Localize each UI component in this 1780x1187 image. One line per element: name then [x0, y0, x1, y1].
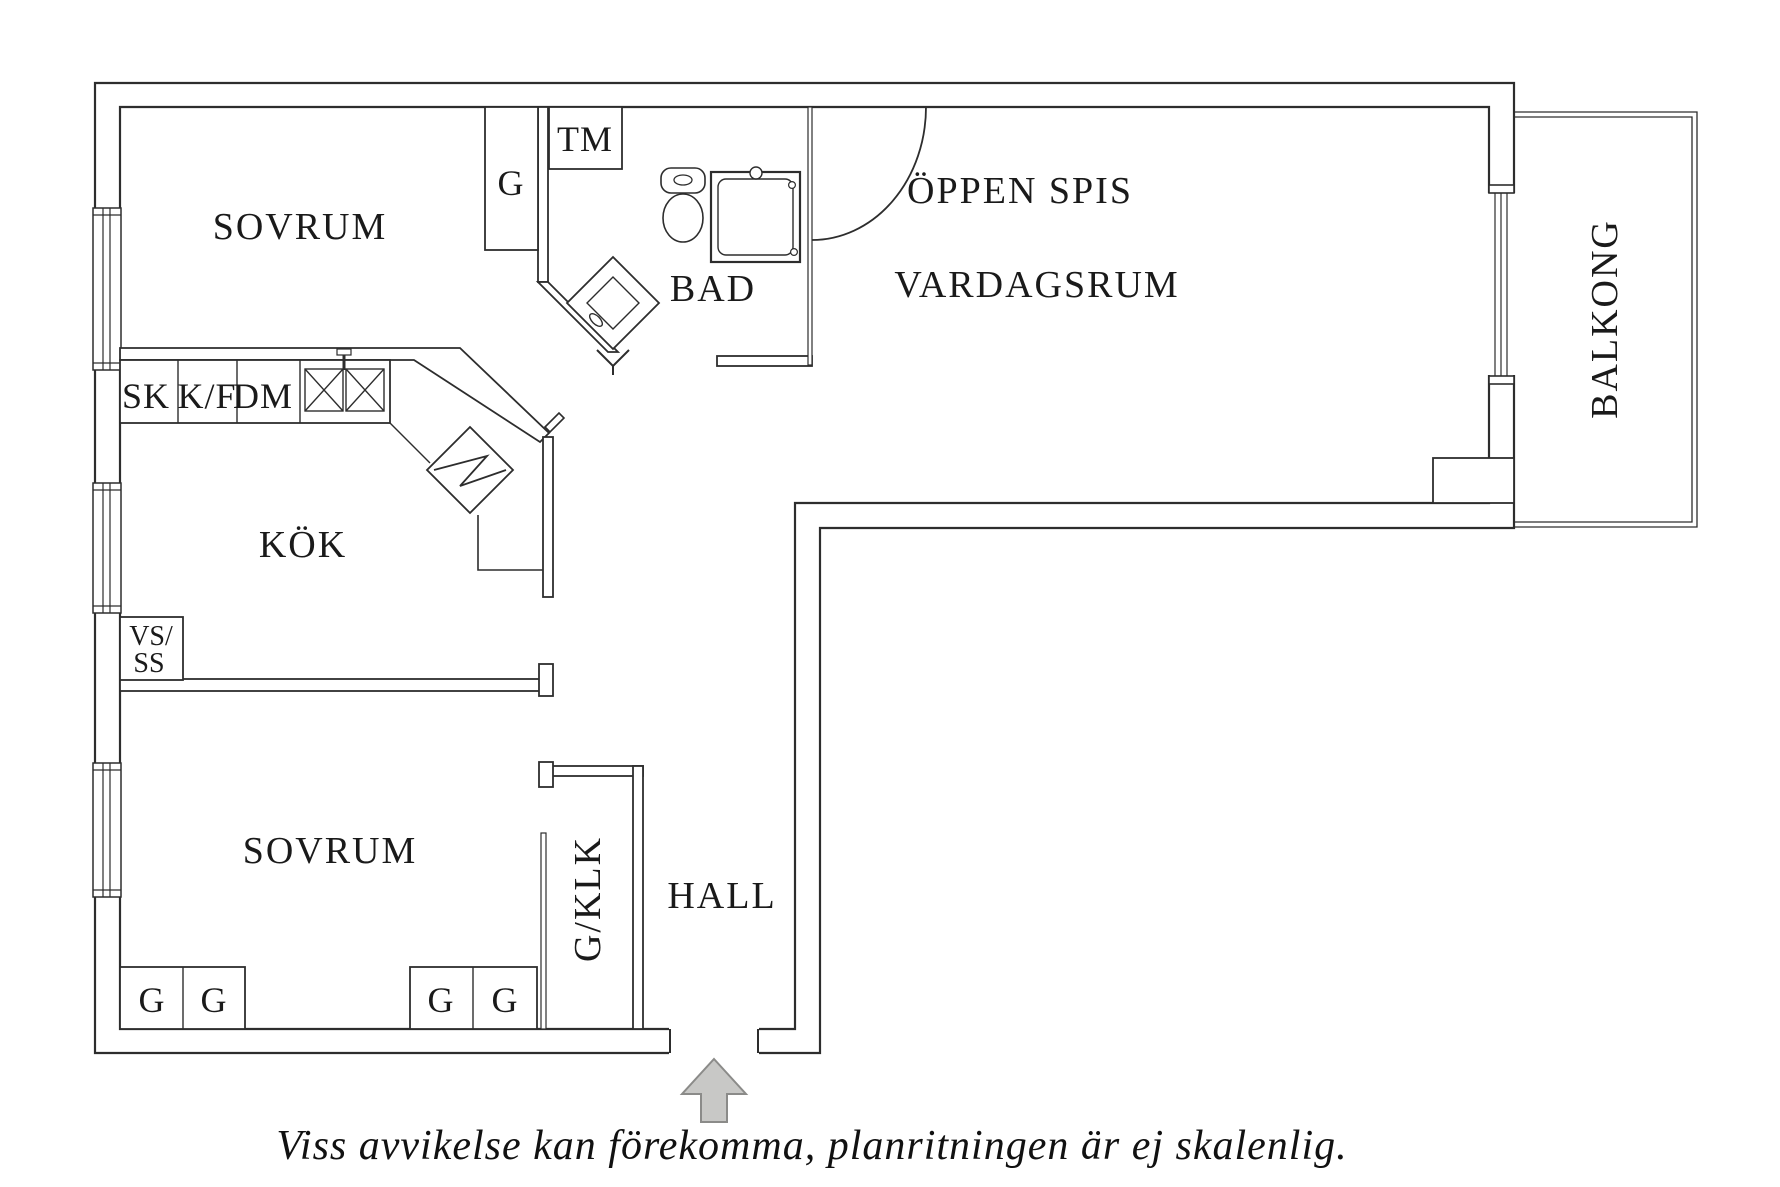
toilet-icon	[660, 167, 706, 243]
kitchen-sink-icon	[304, 348, 385, 412]
room-label-kok: KÖK	[258, 524, 348, 566]
room-label-vardagsrum: VARDAGSRUM	[894, 264, 1180, 306]
room-label-hall: HALL	[667, 875, 777, 917]
window-icon	[1487, 184, 1516, 385]
room-label-bad: BAD	[669, 268, 757, 310]
label-wardrobe-g: G	[138, 980, 166, 1020]
tm-box	[548, 106, 623, 170]
vs-ss-box	[119, 616, 184, 681]
label-tm: TM	[557, 119, 613, 159]
room-label-balkong: BALKONG	[1584, 219, 1626, 419]
label-g-closet: G	[497, 163, 525, 203]
closet-boxes	[119, 106, 623, 681]
label-wardrobe-g: G	[491, 980, 519, 1020]
entrance-arrow-icon	[679, 1057, 749, 1123]
wardrobe-cabinets	[119, 966, 538, 1030]
entrance-opening	[669, 1026, 759, 1057]
shower-icon	[709, 166, 802, 264]
label-dm: DM	[232, 376, 294, 416]
room-label-oppen-spis: ÖPPEN SPIS	[907, 170, 1133, 212]
label-wardrobe-g: G	[200, 980, 228, 1020]
label-wardrobe-g: G	[427, 980, 455, 1020]
kitchen-cabinets	[119, 348, 431, 464]
room-label-g-klk: G/KLK	[567, 835, 609, 963]
fireplace-arc-icon	[811, 106, 927, 241]
room-label-sovrum-top: SOVRUM	[212, 206, 388, 248]
balcony-railing	[1514, 111, 1698, 528]
stove-icon	[425, 425, 515, 515]
window-icon	[92, 762, 122, 898]
window-icon	[92, 207, 122, 371]
label-sk: SK	[121, 376, 171, 416]
room-label-sovrum-bottom: SOVRUM	[242, 830, 418, 872]
label-ss: SS	[133, 648, 165, 679]
window-icon	[92, 482, 122, 614]
disclaimer-text: Viss avvikelse kan förekomma, planritnin…	[276, 1123, 1348, 1169]
washbasin-icon	[565, 255, 661, 375]
sliding-door-icon	[540, 832, 547, 1030]
label-kf: K/F	[177, 376, 237, 416]
label-vs: VS/	[129, 621, 173, 652]
wall-pier	[1432, 457, 1515, 504]
g-closet-box	[484, 106, 539, 251]
